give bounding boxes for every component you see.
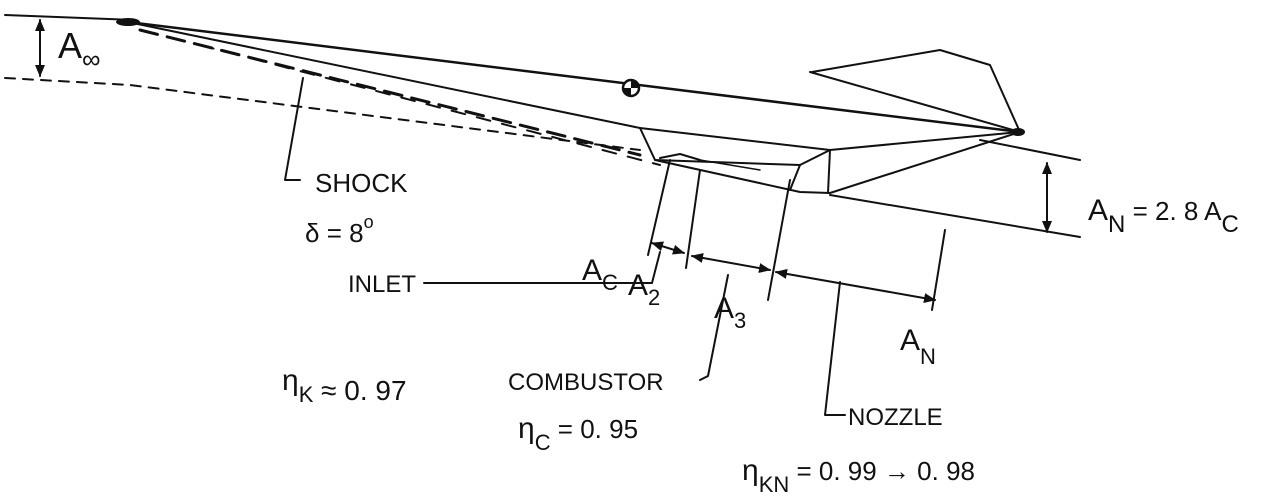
shock-angle-label: δ = 8o <box>305 212 374 248</box>
vehicle-outline <box>116 18 1025 194</box>
station-a2-label: A2 <box>628 269 660 310</box>
freestream-area-dimension <box>4 14 641 151</box>
shock-wave-line <box>138 28 661 166</box>
station-a3-label: A3 <box>714 292 746 333</box>
nozzle-efficiency-label: ηKN = 0. 99 → 0. 98 <box>742 454 975 497</box>
nozzle-area-ratio-label: AN = 2. 8 AC <box>1088 194 1239 238</box>
station-arrows <box>651 241 936 304</box>
inlet-label: INLET <box>348 271 416 298</box>
nozzle-label: NOZZLE <box>848 404 943 431</box>
station-an-label: AN <box>900 324 936 369</box>
freestream-area-label: A∞ <box>58 25 101 74</box>
station-leaders <box>647 159 946 311</box>
inlet-efficiency-label: ηK ≈ 0. 97 <box>282 364 407 407</box>
component-leaders <box>284 77 846 416</box>
nozzle-exit-dimension <box>829 139 1081 238</box>
combustor-label: COMBUSTOR <box>508 369 664 396</box>
station-ac-label: AC <box>582 254 618 295</box>
tail-tip <box>1011 128 1025 136</box>
combustor-efficiency-label: ηC = 0. 95 <box>518 412 638 455</box>
shock-label: SHOCK <box>315 168 408 198</box>
